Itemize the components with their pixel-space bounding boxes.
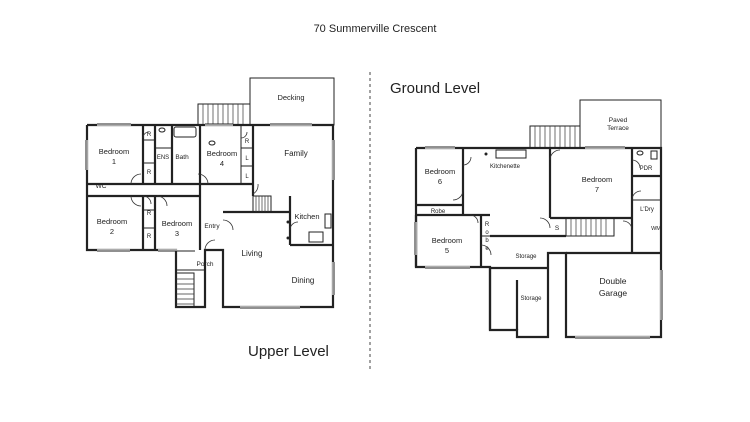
garage-label-2: Garage: [599, 288, 628, 298]
bath-label: Bath: [175, 154, 189, 161]
robe-r4-label: R: [147, 211, 152, 217]
storage-label-2: Storage: [520, 296, 542, 302]
robe-vertical-r: R: [485, 222, 490, 228]
pdr-label: PDR: [640, 166, 653, 172]
wc-label: WC: [96, 183, 107, 190]
bedroom3-number: 3: [175, 229, 179, 238]
upper-level-label: Upper Level: [248, 343, 329, 360]
storage-label-1: Storage: [515, 254, 537, 260]
ens-label: ENS: [157, 155, 169, 161]
paved-terrace-label-1: Paved: [609, 117, 628, 124]
kitchen-label: Kitchen: [294, 212, 319, 221]
bedroom5-label: Bedroom: [432, 236, 462, 245]
living-label: Living: [242, 249, 263, 258]
robe-r2-label: R: [147, 170, 152, 176]
bedroom3-label: Bedroom: [162, 219, 192, 228]
robe-vertical-e: e: [485, 246, 489, 252]
robe-vertical-o: o: [485, 230, 489, 236]
address-title: 70 Summerville Crescent: [314, 23, 437, 35]
bedroom1-number: 1: [112, 157, 116, 166]
bedroom1-label: Bedroom: [99, 147, 129, 156]
bedroom7-label: Bedroom: [582, 175, 612, 184]
upper-level-plan: Decking Bedroom 1 R R ENS Bath Bedroom 4…: [85, 77, 335, 309]
bedroom2-number: 2: [110, 227, 114, 236]
bedroom4-label: Bedroom: [207, 149, 237, 158]
decking-label: Decking: [277, 93, 304, 102]
entry-label: Entry: [204, 223, 220, 230]
bedroom4-number: 4: [220, 159, 224, 168]
robe-label: Robe: [431, 209, 446, 215]
upper-internal-stairs: [252, 195, 272, 213]
ground-level-label: Ground Level: [390, 80, 480, 97]
robe-r3-label: R: [245, 139, 250, 145]
kitchenette-label: Kitchenette: [490, 164, 521, 170]
s-label: S: [555, 225, 560, 232]
robe-vertical-b: b: [485, 238, 489, 244]
laundry-label: L'Dry: [640, 207, 654, 213]
linen-l2-label: L: [245, 174, 249, 180]
porch-stairs: [175, 272, 195, 308]
dining-label: Dining: [292, 276, 315, 285]
family-label: Family: [284, 149, 308, 158]
linen-l1-label: L: [245, 156, 249, 162]
robe-r5-label: R: [147, 234, 152, 240]
bedroom5-number: 5: [445, 246, 449, 255]
garage-label-1: Double: [600, 276, 627, 286]
bedroom7-number: 7: [595, 185, 599, 194]
ground-level-plan: Paved Terrace Kitchenette PDR Bedroom 6 …: [414, 99, 663, 339]
paved-terrace-label-2: Terrace: [607, 125, 629, 132]
wm-label: WM: [651, 226, 661, 232]
ground-internal-stairs: [565, 217, 615, 237]
bedroom6-label: Bedroom: [425, 167, 455, 176]
bedroom6-number: 6: [438, 177, 442, 186]
bedroom2-label: Bedroom: [97, 217, 127, 226]
porch-label: Porch: [197, 261, 214, 268]
robe-r1-label: R: [147, 132, 152, 138]
